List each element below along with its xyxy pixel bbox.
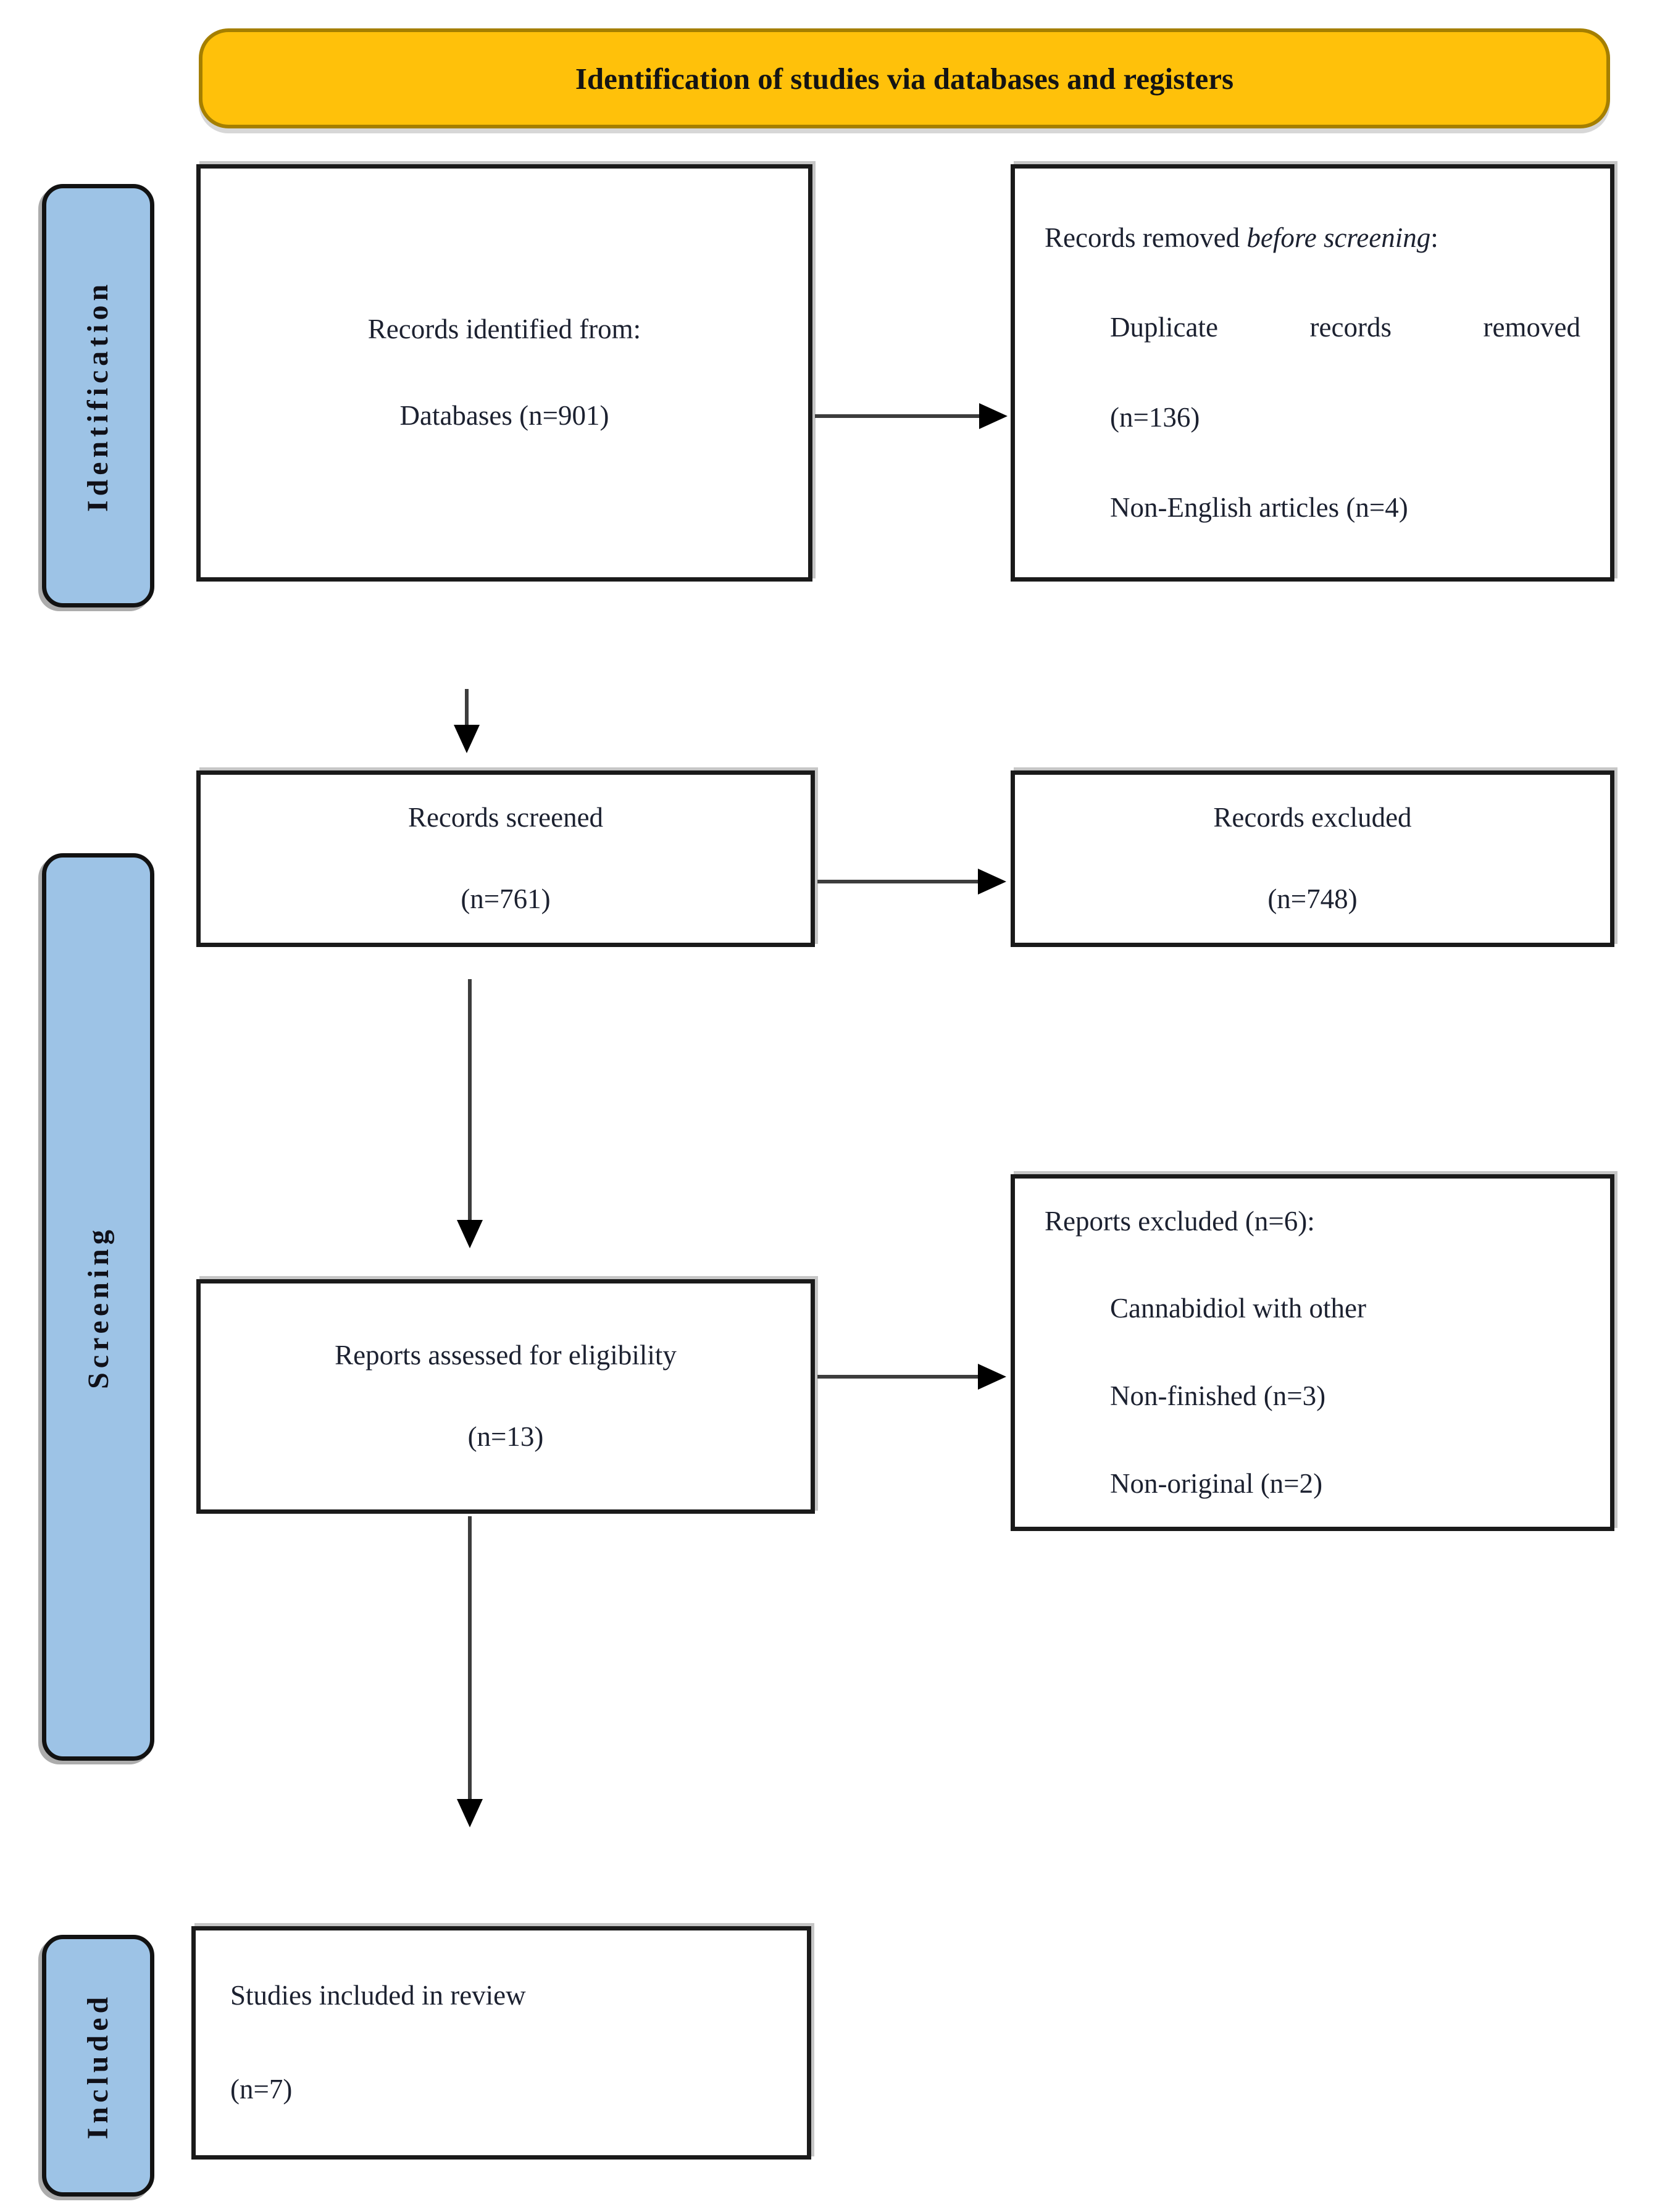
arrow-head-down-1-icon [454, 725, 480, 753]
arrow-head-down-3-icon [457, 1799, 483, 1827]
arrow-line-down-2 [468, 979, 472, 1221]
reports-assessed-line2: (n=13) [467, 1421, 544, 1452]
reports-assessed-line1: Reports assessed for eligibility [335, 1340, 677, 1371]
stage-label-identification: Identification [42, 184, 154, 607]
records-screened-line1: Records screened [407, 802, 604, 833]
flow-box-studies-included: Studies included in review (n=7) [191, 1926, 811, 2160]
flow-box-records-excluded: Records excluded (n=748) [1011, 770, 1614, 947]
records-removed-intro-suffix: : [1430, 222, 1438, 253]
flow-box-records-screened: Records screened (n=761) [196, 770, 815, 947]
arrow-head-right-2-icon [978, 869, 1006, 895]
arrow-line-right-3 [817, 1375, 979, 1379]
records-excluded-line1: Records excluded [1213, 802, 1412, 833]
records-identified-line1: Records identified from: [367, 314, 641, 345]
arrow-line-right-2 [817, 880, 979, 883]
arrow-line-right-1 [815, 414, 980, 418]
studies-included-line1: Studies included in review [230, 1980, 526, 2011]
arrow-head-down-2-icon [457, 1220, 483, 1248]
records-excluded-line2: (n=748) [1267, 883, 1358, 914]
records-screened-line2: (n=761) [461, 883, 551, 914]
records-removed-intro: Records removed before screening: [1045, 222, 1580, 254]
reports-excluded-intro: Reports excluded (n=6): [1045, 1205, 1315, 1237]
flow-box-records-removed: Records removed before screening: Duplic… [1011, 164, 1614, 582]
records-removed-item-duplicates-count: (n=136) [1110, 402, 1200, 433]
arrow-head-right-1-icon [979, 403, 1008, 429]
banner-title: Identification of studies via databases … [575, 61, 1234, 96]
reports-excluded-item-cannabidiol: Cannabidiol with other [1110, 1293, 1366, 1324]
stage-label-included: Included [42, 1935, 154, 2197]
reports-excluded-item-non-finished: Non-finished (n=3) [1110, 1380, 1326, 1411]
stage-label-screening-text: Screening [81, 1225, 115, 1389]
flow-box-reports-excluded: Reports excluded (n=6): Cannabidiol with… [1011, 1174, 1614, 1531]
studies-included-line2: (n=7) [230, 2074, 293, 2105]
arrow-line-down-1 [465, 689, 469, 726]
records-removed-intro-italic: before screening [1246, 222, 1431, 253]
arrow-head-right-3-icon [978, 1364, 1006, 1390]
records-removed-item-duplicates: Duplicate records removed [1110, 312, 1580, 343]
banner: Identification of studies via databases … [199, 28, 1610, 128]
stage-label-identification-text: Identification [81, 280, 115, 512]
stage-label-screening: Screening [42, 853, 154, 1761]
flow-box-records-identified: Records identified from: Databases (n=90… [196, 164, 812, 582]
records-removed-item-non-english: Non-English articles (n=4) [1110, 491, 1408, 523]
flow-box-reports-assessed: Reports assessed for eligibility (n=13) [196, 1279, 815, 1514]
reports-excluded-item-non-original: Non-original (n=2) [1110, 1467, 1323, 1499]
arrow-line-down-3 [468, 1516, 472, 1800]
records-identified-line2: Databases (n=901) [399, 400, 609, 431]
records-removed-intro-prefix: Records removed [1045, 222, 1247, 253]
stage-label-included-text: Included [81, 1992, 115, 2139]
